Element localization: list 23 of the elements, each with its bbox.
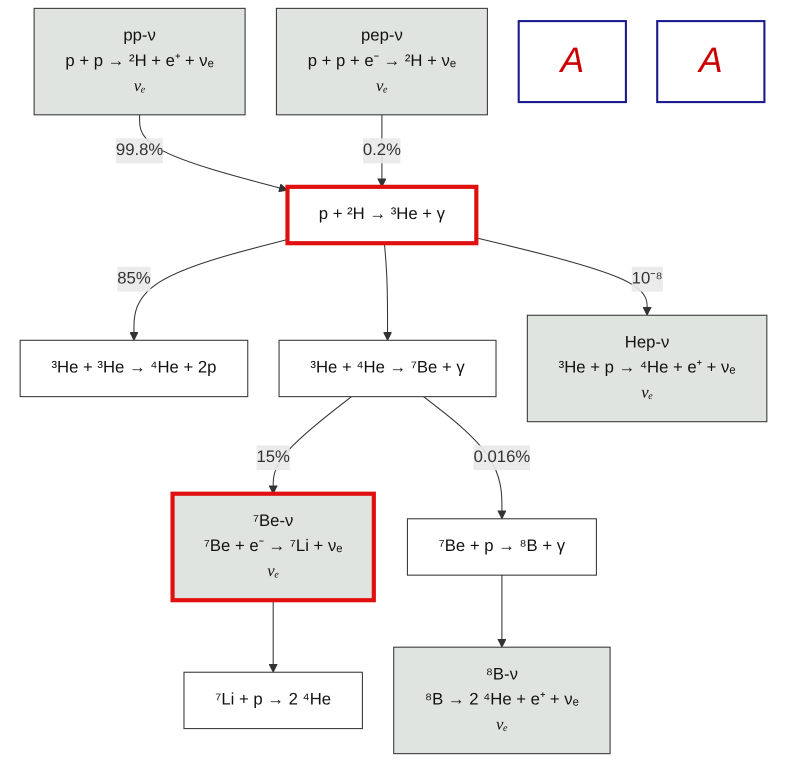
arrow <box>268 600 278 673</box>
node-box: ⁷Be-ν ⁷Be + e⁻ → ⁷Li + νₑ νₑ <box>170 492 376 602</box>
node-box: ⁷Be + p → ⁸B + γ <box>406 518 597 576</box>
node-box: ³He + ³He → ⁴He + 2p <box>20 340 248 398</box>
edge-label: 99.8% <box>116 141 164 160</box>
arrow <box>476 237 652 316</box>
node-box: Hep-ν ³He + p → ⁴He + e⁺ + νₑ νₑ <box>526 314 768 422</box>
node-box: A <box>656 20 766 104</box>
edge-label: 0.016% <box>474 448 530 466</box>
node-box: p + ²H → ³He + γ <box>285 184 478 246</box>
edge-label: 10⁻⁸ <box>632 270 663 288</box>
node-box: ³He + ⁴He → ⁷Be + γ <box>278 340 497 398</box>
arrow <box>129 238 288 341</box>
arrow <box>497 575 506 648</box>
edge-label: 85% <box>117 270 151 288</box>
node-box: pp-ν p + p → ²H + e⁺ + νₑ νₑ <box>34 8 246 116</box>
arrow <box>382 243 392 341</box>
edge-label: 15% <box>256 448 290 466</box>
edge-label: 0.2% <box>362 141 401 160</box>
node-box: pep-ν p + p + e⁻ → ²H + νₑ νₑ <box>276 8 488 116</box>
node-box: ⁸B-ν ⁸B → 2 ⁴He + e⁺ + νₑ νₑ <box>393 646 611 754</box>
node-box: A <box>518 20 627 104</box>
node-box: ⁷Li + p → 2 ⁴He <box>183 672 363 730</box>
